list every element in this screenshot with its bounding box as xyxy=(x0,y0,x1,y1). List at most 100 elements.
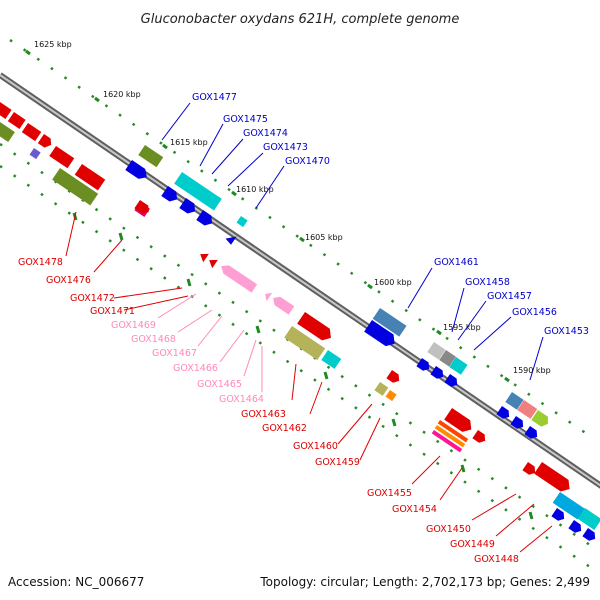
gene-block[interactable] xyxy=(431,430,463,453)
gene-block[interactable] xyxy=(386,370,402,385)
gene-block[interactable] xyxy=(568,520,584,535)
gene-label[interactable]: GOX1461 xyxy=(434,257,479,268)
gene-block[interactable] xyxy=(364,320,398,350)
gene-block[interactable] xyxy=(29,148,41,160)
gene-block[interactable] xyxy=(37,134,54,150)
gene-block[interactable] xyxy=(444,374,460,389)
gene-block[interactable] xyxy=(236,216,248,228)
gene-block[interactable] xyxy=(138,145,164,168)
gene-block[interactable] xyxy=(372,308,407,337)
gene-block[interactable] xyxy=(517,400,538,419)
gene-block[interactable] xyxy=(472,430,488,445)
gene-label[interactable]: GOX1473 xyxy=(263,142,308,153)
gene-block[interactable] xyxy=(297,312,335,344)
gene-label[interactable]: GOX1456 xyxy=(512,307,557,318)
gene-label[interactable]: GOX1459 xyxy=(315,457,360,468)
gene-block[interactable] xyxy=(270,294,295,315)
gene-block[interactable] xyxy=(21,123,42,142)
gene-block[interactable] xyxy=(161,186,180,204)
kbp-label: 1600 kbp xyxy=(374,278,412,287)
gene-label[interactable]: GOX1474 xyxy=(243,128,288,139)
gene-block[interactable] xyxy=(174,172,222,211)
leader-lines-top xyxy=(161,102,544,381)
gene-block[interactable] xyxy=(218,262,258,293)
kbp-label: 1590 kbp xyxy=(513,366,551,375)
gene-block[interactable] xyxy=(439,350,456,367)
scale-ticks xyxy=(25,49,534,520)
gene-block[interactable] xyxy=(552,492,585,520)
gene-block[interactable] xyxy=(321,350,342,369)
gene-block[interactable] xyxy=(206,256,218,269)
gene-block[interactable] xyxy=(437,420,469,443)
gene-block[interactable] xyxy=(496,406,512,421)
gene-block[interactable] xyxy=(74,164,106,191)
gene-label[interactable]: GOX1471 xyxy=(90,306,135,317)
gene-block[interactable] xyxy=(49,146,75,169)
gene-labels-bottom: GOX1478 GOX1476 GOX1472 GOX1471 GOX1469 … xyxy=(18,257,519,565)
gene-block[interactable] xyxy=(224,232,237,245)
gene-block[interactable] xyxy=(374,382,389,396)
gene-block[interactable] xyxy=(524,426,540,441)
gene-block[interactable] xyxy=(416,358,432,373)
gene-label[interactable]: GOX1457 xyxy=(487,291,532,302)
gene-block[interactable] xyxy=(449,357,468,375)
gene-label[interactable]: GOX1477 xyxy=(192,92,237,103)
gene-label[interactable]: GOX1467 xyxy=(152,348,197,359)
gene-block[interactable] xyxy=(531,410,551,429)
gene-label[interactable]: GOX1450 xyxy=(426,524,471,535)
gene-label[interactable]: GOX1470 xyxy=(285,156,330,167)
gene-block[interactable] xyxy=(522,462,538,477)
kbp-label: 1595 kbp xyxy=(443,323,481,332)
gene-block[interactable] xyxy=(196,210,215,228)
gene-block[interactable] xyxy=(262,290,273,302)
gene-label[interactable]: GOX1465 xyxy=(197,379,242,390)
gene-features xyxy=(0,102,600,543)
gene-label[interactable]: GOX1469 xyxy=(111,320,156,331)
topology-text: Topology: circular; Length: 2,702,173 bp… xyxy=(259,575,590,589)
gene-block[interactable] xyxy=(134,200,151,216)
gene-label[interactable]: GOX1449 xyxy=(450,539,495,550)
dotted-tracks xyxy=(0,38,591,569)
gene-label[interactable]: GOX1468 xyxy=(131,334,176,345)
gene-block[interactable] xyxy=(444,408,475,435)
gene-block[interactable] xyxy=(582,528,598,543)
gene-block[interactable] xyxy=(385,390,397,402)
gene-block[interactable] xyxy=(577,507,600,530)
gene-label[interactable]: GOX1472 xyxy=(70,293,115,304)
gene-block[interactable] xyxy=(430,366,446,381)
gene-label[interactable]: GOX1476 xyxy=(46,275,91,286)
gene-block[interactable] xyxy=(434,425,466,448)
gene-block[interactable] xyxy=(179,198,198,216)
gene-label[interactable]: GOX1466 xyxy=(173,363,218,374)
leader-lines-pseudo xyxy=(157,293,263,392)
gene-block[interactable] xyxy=(0,102,12,119)
gene-label[interactable]: GOX1453 xyxy=(544,326,589,337)
leader-lines-bottom xyxy=(65,211,553,553)
gene-label[interactable]: GOX1475 xyxy=(223,114,268,125)
gene-block[interactable] xyxy=(125,160,150,182)
gene-label[interactable]: GOX1463 xyxy=(241,409,286,420)
gene-block[interactable] xyxy=(510,416,526,431)
gene-label[interactable]: GOX1448 xyxy=(474,554,519,565)
gene-block[interactable] xyxy=(7,112,26,129)
gene-label[interactable]: GOX1478 xyxy=(18,257,63,268)
kbp-label: 1625 kbp xyxy=(34,40,72,49)
kbp-label: 1620 kbp xyxy=(103,90,141,99)
gene-block[interactable] xyxy=(534,462,573,495)
gene-block[interactable] xyxy=(52,168,99,206)
gene-block[interactable] xyxy=(197,250,209,263)
gene-label[interactable]: GOX1462 xyxy=(262,423,307,434)
gene-label[interactable]: GOX1454 xyxy=(392,504,437,515)
gene-label[interactable]: GOX1460 xyxy=(293,441,338,452)
gene-label[interactable]: GOX1458 xyxy=(465,277,510,288)
gene-block[interactable] xyxy=(505,392,524,410)
gene-block[interactable] xyxy=(427,342,446,360)
gene-label[interactable]: GOX1464 xyxy=(219,394,264,405)
map-title: Gluconobacter oxydans 621H, complete gen… xyxy=(141,12,460,27)
gene-block[interactable] xyxy=(284,326,326,360)
gene-block[interactable] xyxy=(0,122,15,143)
gene-label[interactable]: GOX1455 xyxy=(367,488,412,499)
gene-block[interactable] xyxy=(551,508,567,523)
